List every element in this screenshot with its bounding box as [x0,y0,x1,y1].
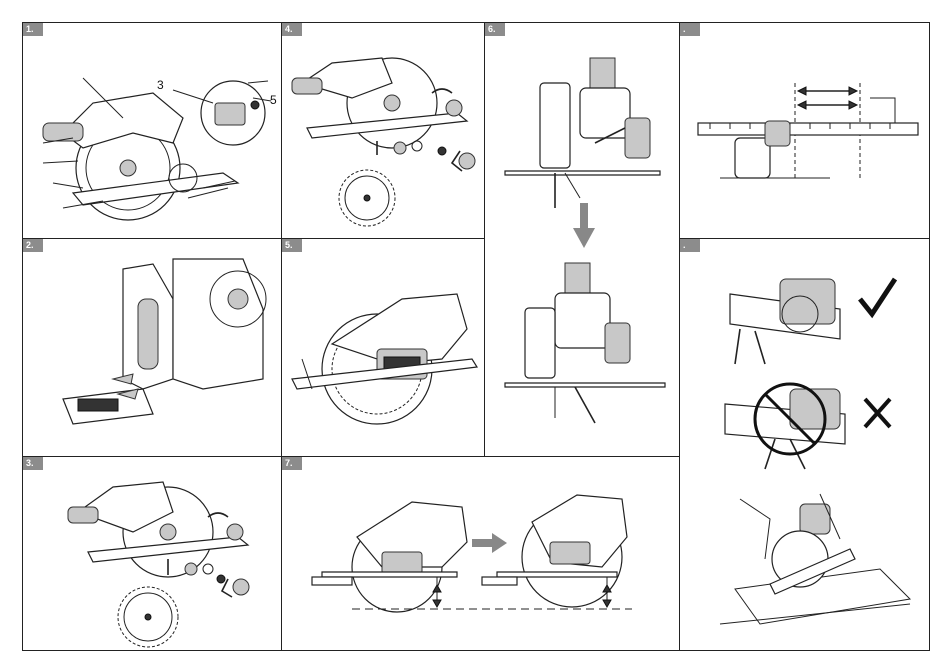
panel-6-bevel-adjust: 6. [484,22,680,457]
cross-icon [865,399,890,427]
blade-install-illustration [23,457,282,651]
panel-9-support-correct: . [679,238,930,651]
panel-5-saw-side: 5. [281,238,485,457]
checkmark-icon [860,279,895,314]
battery-insert-illustration [23,239,282,457]
saw-side-illustration [282,239,485,457]
saw-overview-illustration [23,23,282,239]
panel-7-depth-adjust: 7. [281,456,680,651]
blade-removal-illustration [282,23,485,239]
depth-adjust-illustration [282,457,680,651]
bevel-adjust-illustration [485,23,680,457]
panel-2-battery-insert: 2. [22,238,282,457]
panel-3-blade-install: 3. [22,456,282,651]
panel-8-guide-fence: . [679,22,930,239]
panel-4-blade-removal: 4. [281,22,485,239]
callout-5: 5 [270,93,277,107]
guide-fence-illustration [680,23,930,239]
support-illustration [680,239,930,651]
callout-3: 3 [157,78,164,92]
panel-1-overview: 1. 3 [22,22,282,239]
